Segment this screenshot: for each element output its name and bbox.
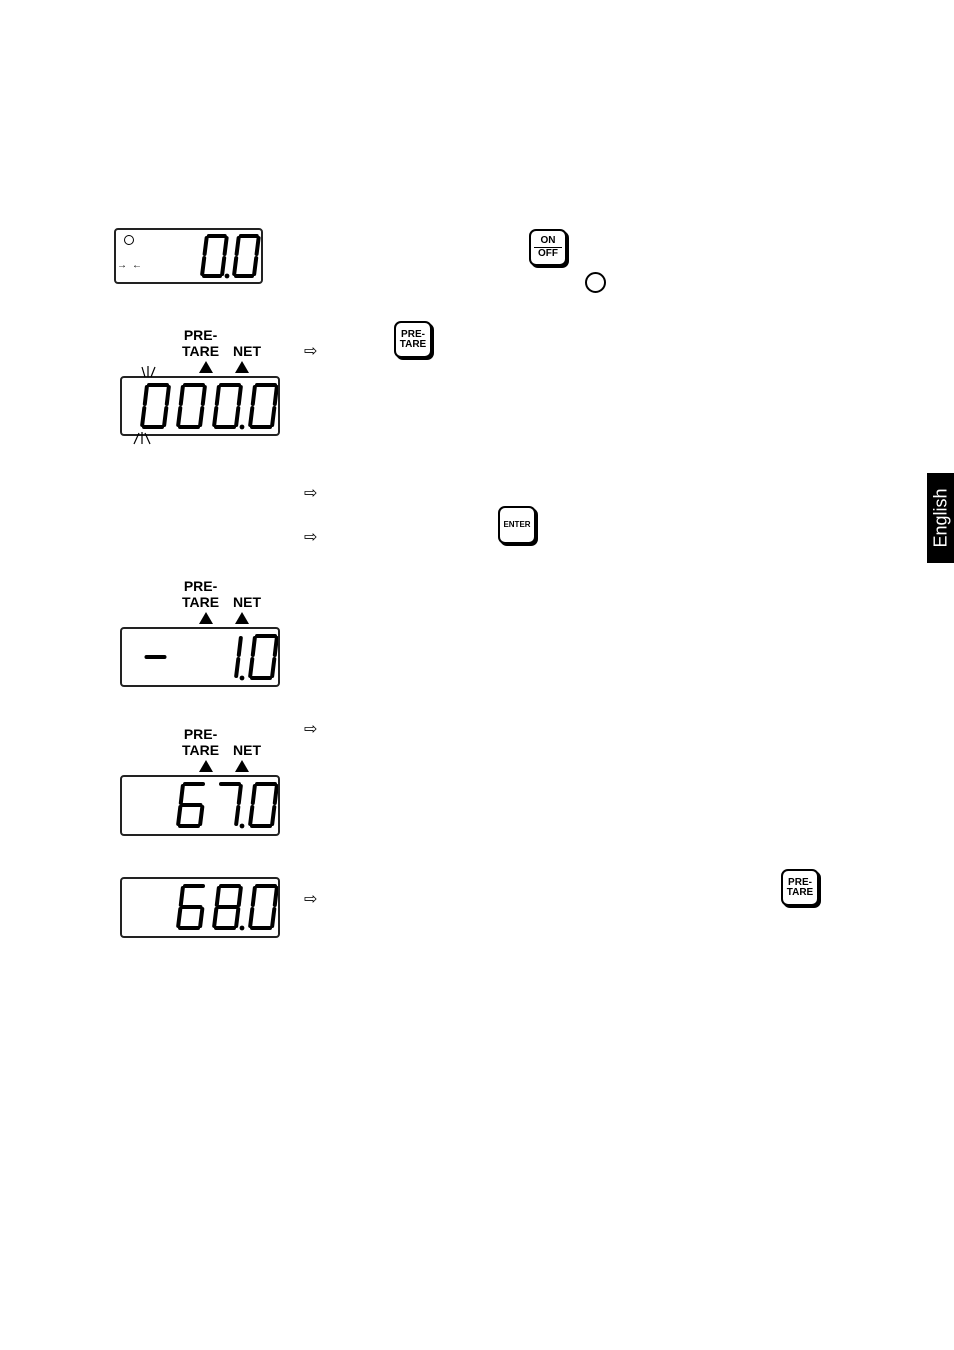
lcd-segment bbox=[250, 784, 257, 805]
blink-top-icon bbox=[141, 366, 156, 378]
lcd-segment bbox=[162, 406, 169, 427]
lcd-segment bbox=[232, 256, 239, 276]
lcd-segment bbox=[236, 385, 243, 406]
lcd-segment bbox=[198, 406, 205, 427]
lcd-segment bbox=[178, 385, 185, 406]
lcd-segment bbox=[178, 886, 185, 907]
on-off-key[interactable]: ON OFF bbox=[529, 229, 567, 266]
lcd-segment bbox=[236, 636, 243, 657]
pre-tare-annotation: PRE- TARE bbox=[182, 327, 220, 359]
pre-tare-key-line2: TARE bbox=[786, 886, 814, 898]
lcd-segment bbox=[176, 907, 183, 928]
lcd-segment bbox=[236, 784, 243, 805]
lcd-segment bbox=[234, 406, 241, 427]
lcd-segment bbox=[200, 256, 207, 276]
lcd-segment bbox=[270, 657, 277, 678]
net-annotation: NET bbox=[233, 343, 261, 359]
lcd-segment bbox=[234, 805, 241, 826]
lcd-decimal-point bbox=[239, 823, 245, 829]
lcd-segment bbox=[236, 886, 243, 907]
pre-tare-annotation: PRE- TARE bbox=[182, 726, 220, 758]
net-annotation: NET bbox=[233, 742, 261, 758]
pre-tare-key-line2: TARE bbox=[399, 338, 427, 350]
lcd-segment bbox=[234, 236, 241, 256]
on-key-label: ON bbox=[540, 235, 556, 246]
lcd-segment bbox=[178, 784, 185, 805]
lcd-segment bbox=[142, 385, 149, 406]
lcd-display-net-weight bbox=[120, 775, 280, 836]
lcd-segment bbox=[248, 907, 255, 928]
lcd-segment bbox=[272, 385, 278, 406]
pre-tare-key[interactable]: PRE- TARE bbox=[394, 321, 432, 358]
lcd-segment bbox=[222, 236, 229, 256]
zero-arrow-right-icon: → bbox=[117, 260, 127, 271]
pre-tare-key[interactable]: PRE- TARE bbox=[781, 869, 819, 906]
lcd-segment bbox=[248, 406, 255, 427]
lcd-segment bbox=[250, 886, 257, 907]
enter-key-label: ENTER bbox=[503, 520, 531, 529]
step-arrow-icon: ⇨ bbox=[304, 721, 318, 738]
net-annotation: NET bbox=[233, 594, 261, 610]
lcd-display-negative-pretare bbox=[120, 627, 280, 687]
lcd-segment bbox=[176, 805, 183, 826]
language-tab-label: English bbox=[930, 488, 950, 548]
step-arrow-icon: ⇨ bbox=[304, 529, 318, 546]
lcd-segment bbox=[254, 236, 261, 256]
lcd-display-gross-weight bbox=[120, 877, 280, 938]
enter-key[interactable]: ENTER bbox=[498, 506, 536, 544]
lcd-segment bbox=[164, 385, 171, 406]
stability-indicator-icon bbox=[124, 235, 134, 245]
language-side-tab: English bbox=[927, 473, 954, 563]
lcd-segment bbox=[200, 385, 207, 406]
pre-tare-indicator-triangle bbox=[199, 361, 213, 373]
lcd-display-zero bbox=[114, 228, 263, 284]
lcd-segment bbox=[270, 406, 277, 427]
lcd-segment bbox=[272, 784, 278, 805]
pre-tare-annotation: PRE- TARE bbox=[182, 578, 220, 610]
pre-tare-key-line1: PRE- bbox=[401, 328, 425, 340]
lcd-segment bbox=[270, 907, 277, 928]
pre-tare-key-line1: PRE- bbox=[788, 876, 812, 888]
lcd-decimal-point bbox=[239, 925, 245, 931]
lcd-segment bbox=[250, 636, 257, 657]
lcd-segment bbox=[140, 406, 147, 427]
lcd-segment bbox=[198, 907, 205, 928]
lcd-segment bbox=[270, 805, 277, 826]
zero-arrow-left-icon: ← bbox=[132, 260, 142, 271]
lcd-segment bbox=[176, 406, 183, 427]
blink-bottom-icon bbox=[133, 432, 151, 445]
net-indicator-triangle bbox=[235, 612, 249, 624]
off-key-label: OFF bbox=[538, 248, 558, 259]
lcd-segment bbox=[248, 805, 255, 826]
lcd-segment bbox=[252, 256, 259, 276]
pre-tare-indicator-triangle bbox=[199, 760, 213, 772]
lcd-segment bbox=[234, 657, 241, 678]
lcd-segment bbox=[214, 385, 221, 406]
step-arrow-icon: ⇨ bbox=[304, 343, 318, 360]
lcd-segment bbox=[214, 886, 221, 907]
lcd-decimal-point bbox=[224, 273, 230, 279]
lcd-segment bbox=[272, 636, 278, 657]
step-arrow-icon: ⇨ bbox=[304, 485, 318, 502]
lcd-segment bbox=[234, 907, 241, 928]
stability-circle-icon bbox=[585, 272, 606, 293]
net-indicator-triangle bbox=[235, 760, 249, 772]
lcd-decimal-point bbox=[239, 424, 245, 430]
lcd-decimal-point bbox=[239, 675, 245, 681]
lcd-segment bbox=[198, 805, 205, 826]
lcd-segment bbox=[248, 657, 255, 678]
lcd-segment bbox=[212, 907, 219, 928]
step-arrow-icon: ⇨ bbox=[304, 891, 318, 908]
lcd-display-pretare-entry bbox=[120, 376, 280, 436]
net-indicator-triangle bbox=[235, 361, 249, 373]
lcd-segment bbox=[202, 236, 209, 256]
lcd-segment bbox=[272, 886, 278, 907]
lcd-segment bbox=[212, 406, 219, 427]
lcd-segment bbox=[250, 385, 257, 406]
lcd-segment bbox=[220, 256, 227, 276]
pre-tare-indicator-triangle bbox=[199, 612, 213, 624]
